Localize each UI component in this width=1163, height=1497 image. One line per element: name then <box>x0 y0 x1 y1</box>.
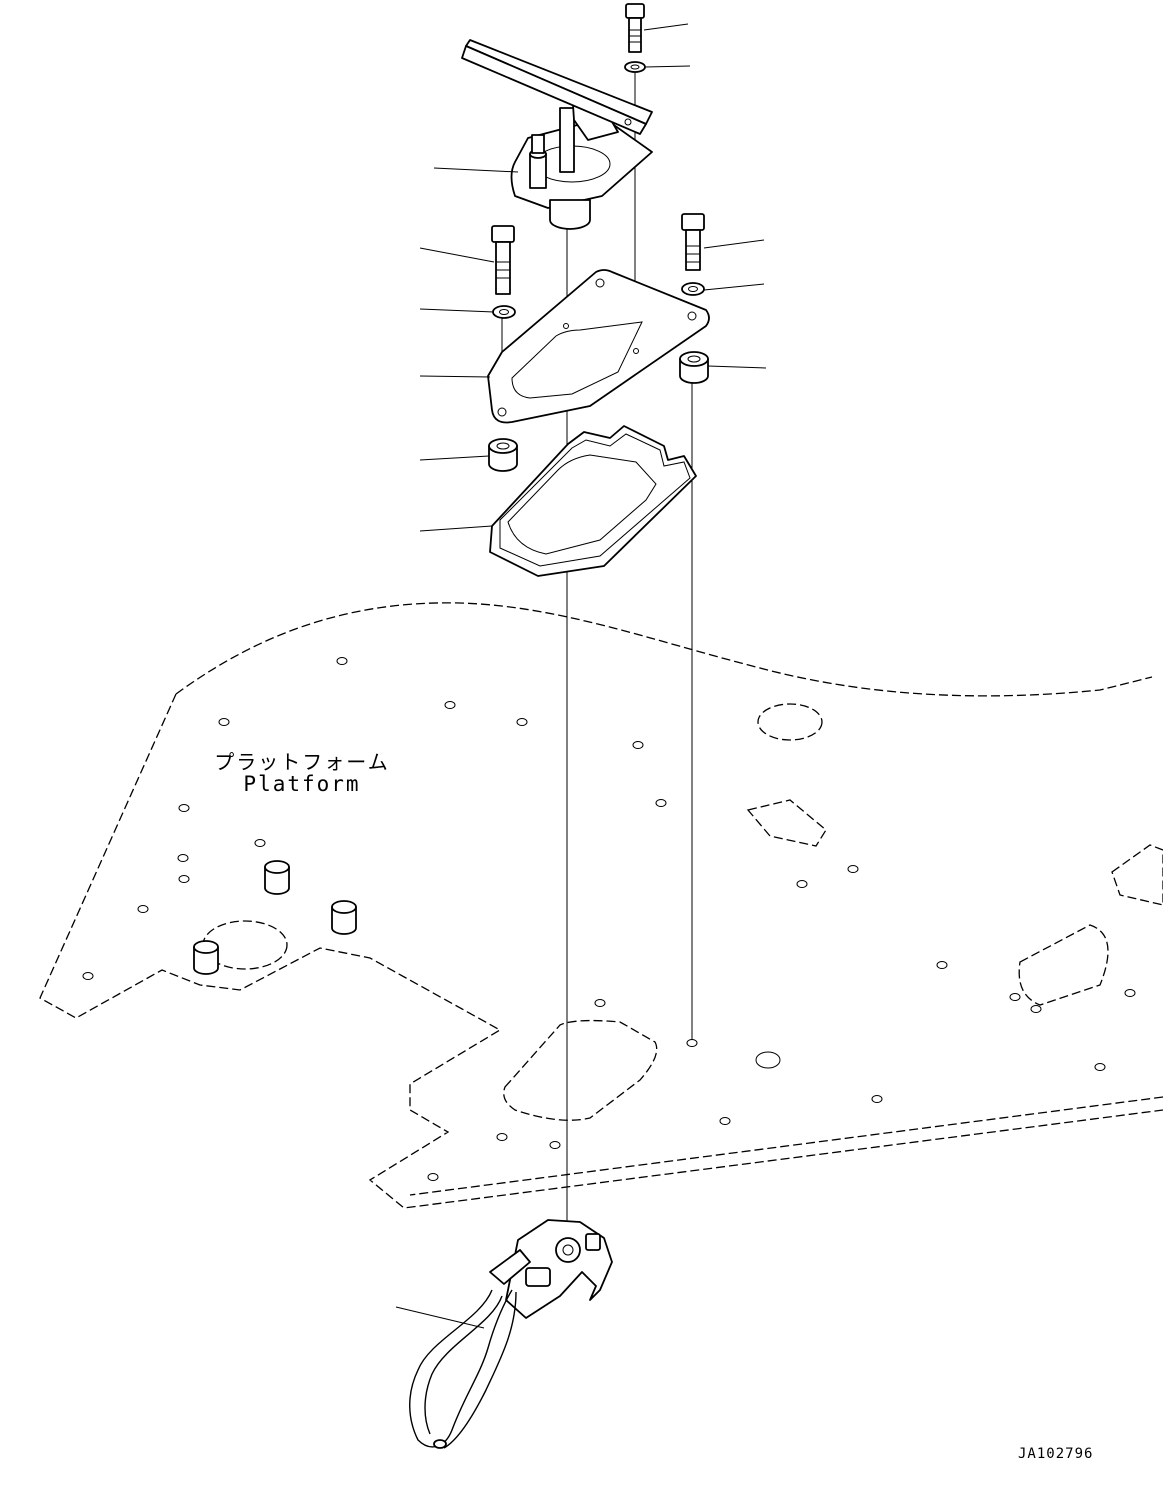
plate-icon <box>487 269 710 424</box>
gasket-icon <box>489 425 697 577</box>
bolt-icon-top <box>625 3 645 53</box>
washer-icon-right <box>681 282 705 296</box>
spacer-icon-right <box>679 351 709 384</box>
platform-label-jp: プラットフォーム <box>214 750 390 774</box>
drawing-id: JA102796 <box>1018 1446 1094 1462</box>
spacer-icon-left <box>488 438 518 472</box>
platform-label-en: Platform <box>243 772 361 796</box>
washer-icon-left <box>492 305 516 319</box>
platform-outline <box>39 602 1163 1209</box>
leader-lines <box>395 23 767 1329</box>
washer-icon-top <box>624 61 646 73</box>
pedal-icon <box>461 39 653 230</box>
platform-studs <box>193 860 357 975</box>
bolt-icon-right <box>681 213 705 271</box>
bolt-icon-left <box>491 225 515 295</box>
harness-icon <box>409 1219 613 1449</box>
platform-holes <box>82 657 1136 1181</box>
assembly-axes <box>501 70 693 1225</box>
